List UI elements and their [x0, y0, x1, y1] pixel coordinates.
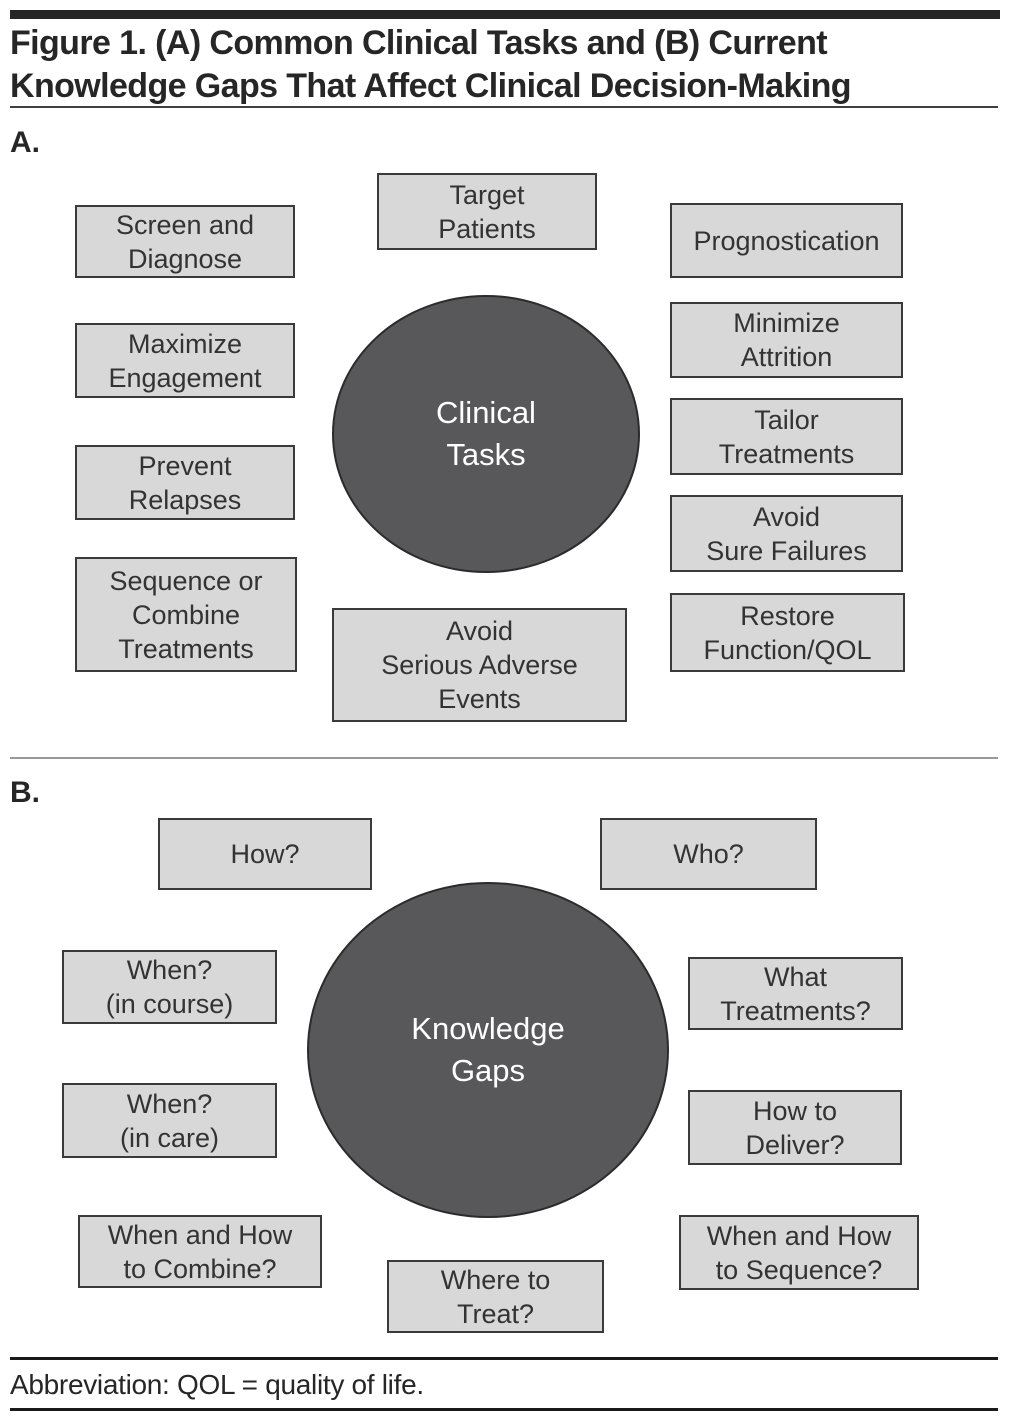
panel-a-label: A. [10, 126, 40, 159]
knowledge-gaps-circle: Knowledge Gaps [307, 882, 669, 1218]
task-box-sequence-or-combine-treatments: Sequence or Combine Treatments [75, 557, 297, 672]
figure-title: Figure 1. (A) Common Clinical Tasks and … [10, 22, 990, 108]
task-box-screen-and-diagnose: Screen and Diagnose [75, 205, 295, 278]
gap-box-how: How? [158, 818, 372, 890]
task-box-target-patients: Target Patients [377, 173, 597, 250]
gap-box-when-and-how-to-sequence: When and How to Sequence? [679, 1215, 919, 1290]
gap-box-when-and-how-to-combine: When and How to Combine? [78, 1215, 322, 1288]
footer-top-rule [10, 1357, 998, 1360]
task-box-tailor-treatments: Tailor Treatments [670, 398, 903, 475]
panel-b-label: B. [10, 776, 40, 809]
task-box-avoid-sure-failures: Avoid Sure Failures [670, 495, 903, 572]
gap-box-when-in-care: When? (in care) [62, 1083, 277, 1158]
task-box-maximize-engagement: Maximize Engagement [75, 323, 295, 398]
task-box-prevent-relapses: Prevent Relapses [75, 445, 295, 520]
gap-box-who: Who? [600, 818, 817, 890]
gap-box-what-treatments: What Treatments? [688, 957, 903, 1030]
footer-bottom-rule [10, 1408, 998, 1411]
task-box-minimize-attrition: Minimize Attrition [670, 302, 903, 378]
gap-box-how-to-deliver: How to Deliver? [688, 1090, 902, 1165]
panel-divider [10, 757, 998, 759]
task-box-prognostication: Prognostication [670, 203, 903, 278]
title-underline [10, 106, 998, 108]
clinical-tasks-circle: Clinical Tasks [332, 295, 640, 573]
gap-box-where-to-treat: Where to Treat? [387, 1260, 604, 1333]
gap-box-when-in-course: When? (in course) [62, 950, 277, 1024]
task-box-avoid-serious-adverse-events: Avoid Serious Adverse Events [332, 608, 627, 722]
abbreviation-note: Abbreviation: QOL = quality of life. [10, 1369, 424, 1400]
task-box-restore-function-qol: Restore Function/QOL [670, 593, 905, 672]
figure-title-line2: Knowledge Gaps That Affect Clinical Deci… [10, 67, 852, 105]
top-rule-bar [10, 10, 1000, 19]
figure-title-line1: Figure 1. (A) Common Clinical Tasks and … [10, 24, 828, 62]
